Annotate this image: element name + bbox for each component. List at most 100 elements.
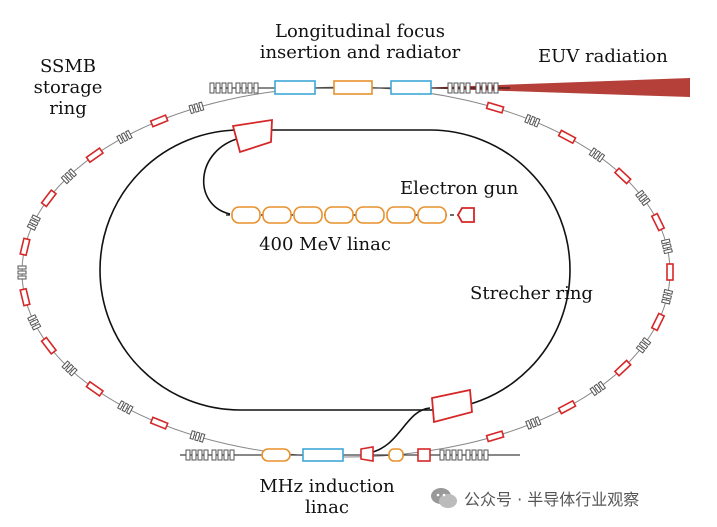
- ssmb-storage-ring-label: SSMB storage ring: [33, 56, 103, 119]
- quadrupole-magnet: [475, 82, 481, 94]
- linac-cavities: [231, 206, 447, 224]
- quadrupole-magnet: [28, 218, 39, 227]
- dipole-magnet: [19, 237, 31, 257]
- quadrupole-magnet: [229, 449, 235, 461]
- linac-cavity-cell: [262, 206, 292, 224]
- quadrupole-magnet: [235, 82, 241, 94]
- stretcher-ring: [99, 129, 571, 411]
- quadrupole-magnet: [641, 337, 652, 346]
- quadrupole-magnet: [68, 367, 78, 377]
- quadrupole-magnet: [524, 113, 532, 124]
- undulator-left: [274, 80, 316, 95]
- quadrupole-magnet: [215, 82, 221, 94]
- dipole-magnet: [557, 129, 577, 145]
- quadrupole-magnet: [465, 82, 471, 94]
- quadrupole-magnet: [124, 129, 133, 140]
- quadrupole-magnet: [65, 363, 75, 374]
- linac-cavity-cell: [324, 206, 354, 224]
- bottom-quadrupole-group: [185, 449, 489, 461]
- lattice-cell: [117, 400, 134, 415]
- quadrupole-magnet: [120, 132, 129, 142]
- transfer-line-extraction: [367, 407, 431, 454]
- quadrupole-magnet: [27, 314, 37, 322]
- quadrupole-magnet: [459, 82, 465, 94]
- lattice-cell: [666, 263, 674, 281]
- quadrupole-magnet: [638, 340, 649, 350]
- quadrupole-magnet: [593, 383, 602, 394]
- dipole-magnet: [485, 430, 505, 443]
- lattice-cell: [557, 399, 577, 415]
- quadrupole-magnet: [662, 243, 672, 250]
- injection-septum-top: [231, 118, 273, 154]
- lattice-cell: [17, 265, 27, 280]
- quadrupole-magnet: [31, 214, 41, 222]
- lattice-cell: [485, 430, 505, 443]
- dipole-magnet: [666, 263, 674, 281]
- lattice-cell: [650, 312, 666, 332]
- lattice-cell: [557, 129, 577, 145]
- radiator-undulator: [390, 80, 432, 95]
- dipole-magnet: [149, 416, 169, 430]
- quadrupole-magnet: [588, 147, 598, 157]
- quadrupole-magnet: [528, 115, 536, 126]
- lattice-cell: [40, 188, 58, 208]
- quadrupole-magnet: [641, 197, 651, 207]
- euv-radiation-label: EUV radiation: [538, 46, 668, 67]
- quadrupole-magnet: [660, 238, 671, 245]
- mhz-induction-linac-label: MHz induction linac: [259, 476, 395, 518]
- electron-gun-shape: [456, 207, 475, 223]
- lattice-cell: [661, 288, 674, 305]
- lattice-cell: [19, 237, 31, 257]
- lattice-cell: [27, 314, 42, 331]
- lattice-cell: [26, 214, 41, 231]
- quadrupole-magnet: [253, 82, 259, 94]
- lattice-cell: [85, 380, 105, 397]
- quadrupole-magnet: [17, 265, 27, 270]
- quadrupole-magnet: [17, 275, 27, 280]
- lattice-cell: [635, 337, 652, 354]
- quadrupole-magnet: [209, 82, 215, 94]
- dipole-magnet: [650, 212, 666, 232]
- stretcher-ring-label: Strecher ring: [470, 283, 593, 304]
- rf-cavity-top: [333, 80, 373, 95]
- quadrupole-magnet: [661, 298, 671, 305]
- longitudinal-focus-label: Longitudinal focus insertion and radiato…: [259, 21, 461, 63]
- quadrupole-magnet: [17, 270, 27, 275]
- lattice-cell: [650, 212, 666, 232]
- quadrupole-magnet: [61, 360, 71, 370]
- ssmb-ring-lattice: [17, 101, 674, 443]
- quadrupole-magnet: [191, 449, 197, 461]
- quadrupole-magnet: [487, 82, 493, 94]
- quadrupole-magnet: [477, 449, 483, 461]
- quadrupole-magnet: [525, 419, 533, 430]
- quadrupole-magnet: [635, 189, 645, 199]
- quadrupole-magnet: [217, 449, 223, 461]
- dipole-magnet: [85, 380, 105, 397]
- quadrupole-magnet: [121, 402, 130, 413]
- top-quadrupole-group: [209, 82, 499, 94]
- quadrupole-magnet: [67, 168, 78, 178]
- dipole-magnet: [557, 399, 577, 415]
- lattice-cell: [613, 167, 632, 185]
- dipole-magnet: [485, 101, 505, 114]
- quadrupole-magnet: [31, 323, 42, 331]
- quadrupole-magnet: [471, 449, 477, 461]
- dipole-magnet: [40, 336, 58, 356]
- lattice-cell: [85, 147, 105, 164]
- lattice-cell: [525, 416, 542, 430]
- quadrupole-magnet: [64, 171, 74, 181]
- quadrupole-magnet: [439, 449, 445, 461]
- quadrupole-magnet: [663, 248, 673, 255]
- quadrupole-magnet: [60, 175, 70, 185]
- dipole-magnet: [613, 167, 632, 185]
- quadrupole-magnet: [529, 417, 537, 428]
- quadrupole-magnet: [635, 344, 646, 354]
- kicker-left: [360, 446, 374, 462]
- quadrupole-magnet: [185, 449, 191, 461]
- quadrupole-magnet: [198, 432, 206, 443]
- quadrupole-magnet: [227, 82, 233, 94]
- dipole-magnet: [149, 114, 169, 128]
- lattice-cell: [660, 238, 673, 255]
- quadrupole-magnet: [211, 449, 217, 461]
